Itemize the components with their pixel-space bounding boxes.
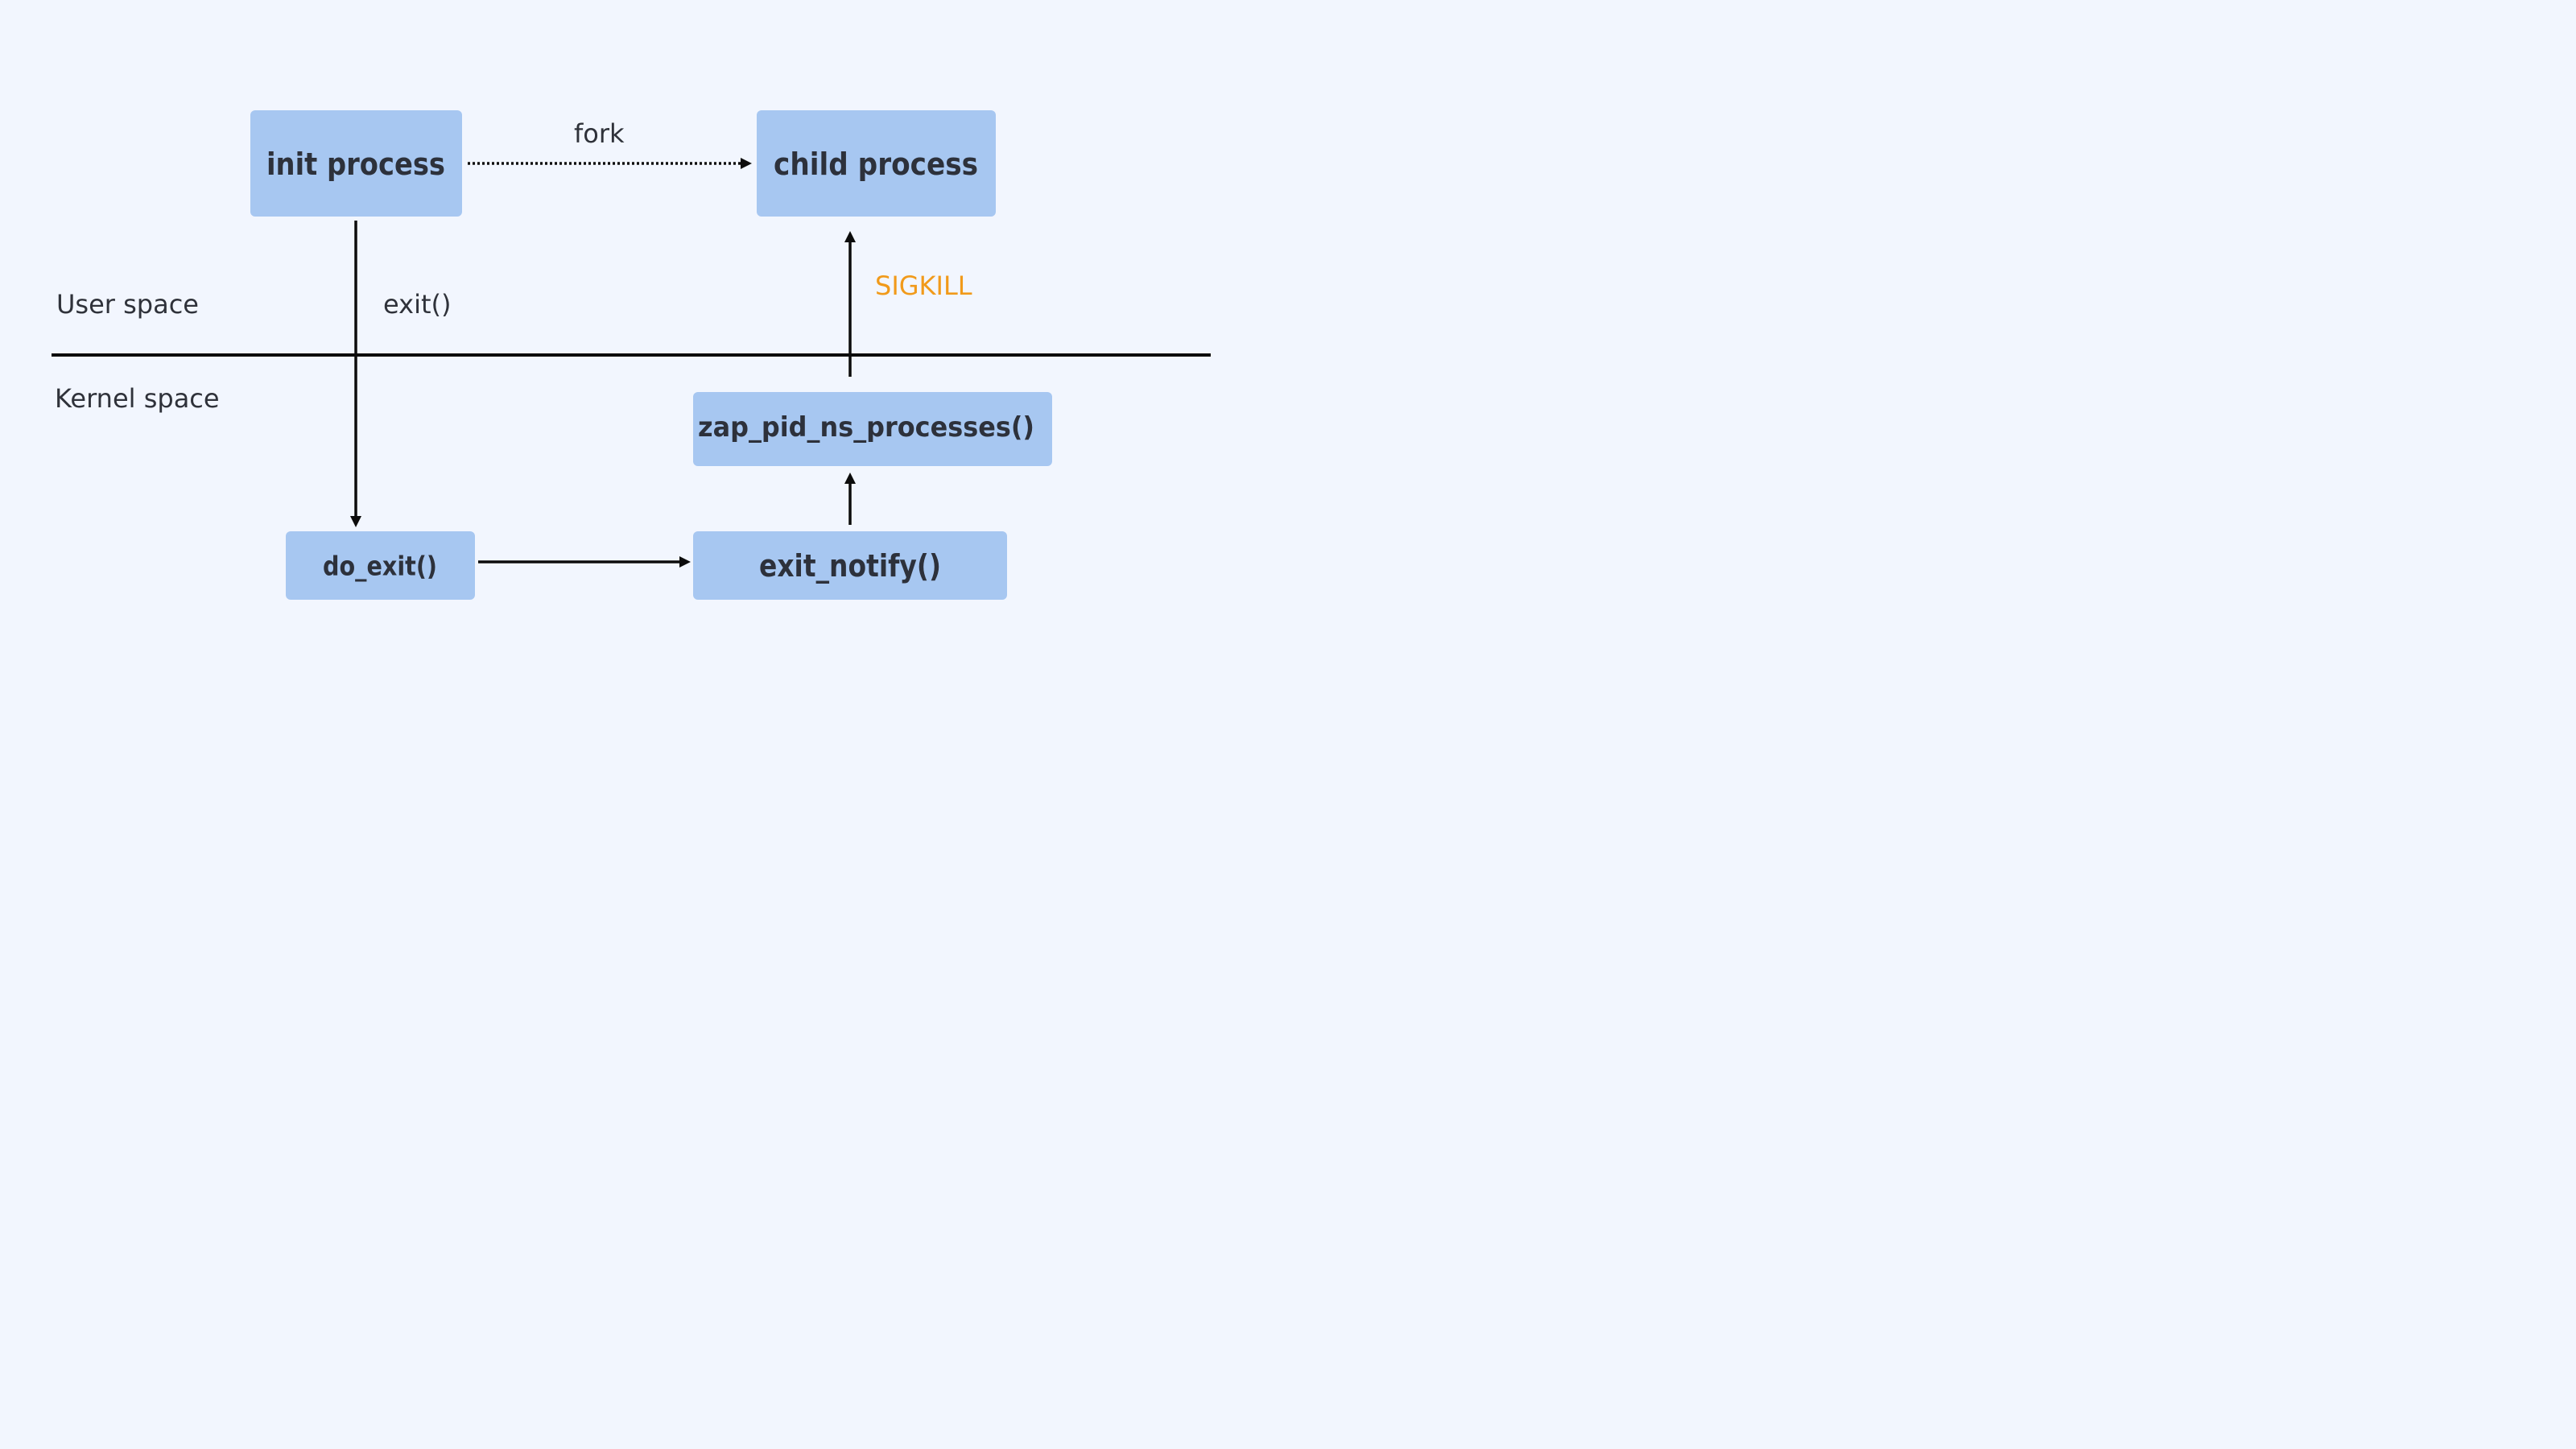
fork-arrow <box>468 158 752 169</box>
do-exit-label: do_exit() <box>323 551 437 582</box>
zap-pid-ns-processes-label: zap_pid_ns_processes() <box>698 411 1034 444</box>
do-exit-to-exit-notify-arrow <box>478 556 691 568</box>
child-process-node: child process <box>757 110 996 217</box>
exit-notify-to-zap-pid-arrow <box>844 473 856 525</box>
process-exit-diagram: User space Kernel space init process chi… <box>52 110 1211 600</box>
fork-label: fork <box>574 118 625 149</box>
init-process-label: init process <box>266 147 445 182</box>
exit-notify-node: exit_notify() <box>693 531 1007 600</box>
exit-arrow <box>350 221 361 527</box>
zap-pid-ns-processes-node: zap_pid_ns_processes() <box>693 392 1052 466</box>
exit-call-label: exit() <box>383 289 451 320</box>
sigkill-arrow <box>844 231 856 377</box>
user-space-label: User space <box>56 289 199 320</box>
init-process-node: init process <box>250 110 462 217</box>
do-exit-node: do_exit() <box>286 531 475 600</box>
child-process-label: child process <box>774 147 978 182</box>
sigkill-label: SIGKILL <box>875 270 972 301</box>
kernel-space-label: Kernel space <box>55 383 220 414</box>
exit-notify-label: exit_notify() <box>759 548 941 584</box>
